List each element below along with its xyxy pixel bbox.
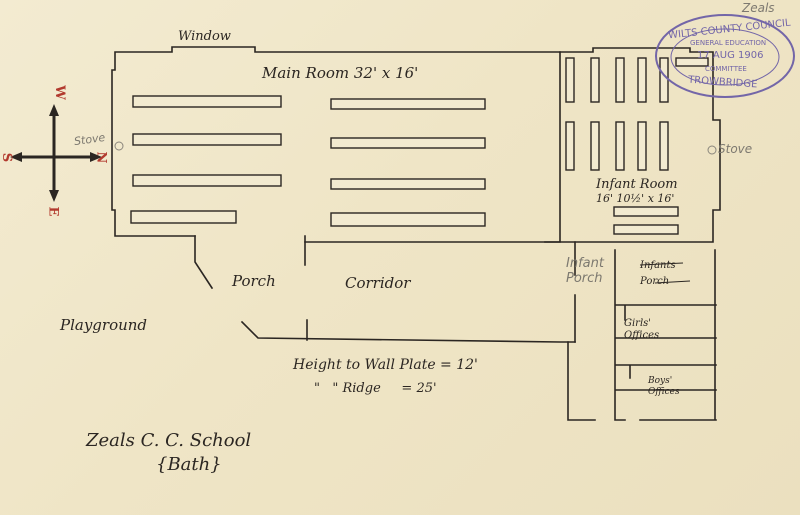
infant-room-bench (613, 224, 679, 235)
infant-room-desk (590, 121, 600, 171)
playground-label: Playground (60, 316, 148, 334)
main-room-bench (132, 95, 282, 108)
main-room-bench (132, 133, 282, 146)
infant-room-desk (565, 121, 575, 171)
height-wall-plate-label: Height to Wall Plate = 12' (293, 357, 478, 373)
school-subtitle: {Bath} (156, 454, 222, 475)
stamp-date: 17 AUG 1906 (697, 50, 764, 61)
school-title: Zeals C. C. School (86, 430, 252, 451)
infant-room-desk (615, 57, 625, 103)
infant-room-wall (544, 47, 721, 243)
stove-right-label: Stove (718, 142, 753, 156)
offices-wall (567, 241, 717, 421)
stove-circle (707, 145, 717, 155)
infant-room-bench (675, 57, 709, 67)
infants-porch-pencil: Infant Porch (566, 256, 604, 286)
strike-line (639, 262, 684, 266)
main-room-wall (111, 46, 561, 243)
infant-room-dims: 16' 10½' x 16' (596, 192, 675, 205)
girls-offices-label: Girls' Offices (624, 318, 660, 341)
infant-room-bench (613, 206, 679, 217)
main-room-label: Main Room 32' x 16' (262, 64, 419, 82)
main-room-bench (132, 174, 282, 187)
compass-n-label: N (93, 151, 109, 164)
infant-room-desk (590, 57, 600, 103)
ridge-label: " " Ridge = 25' (314, 381, 437, 396)
infant-room-label: Infant Room (596, 177, 678, 192)
pencil-corner-note: Zeals (742, 1, 775, 15)
infant-room-desk (565, 57, 575, 103)
strike-line (654, 280, 691, 284)
main-room-bench (330, 178, 486, 190)
window-label: Window (178, 29, 231, 44)
main-room-bench (330, 137, 486, 149)
boys-offices-label: Boys' Offices (648, 376, 680, 397)
infant-room-desk (659, 121, 669, 171)
stamp-line3: COMMITTEE (705, 65, 747, 73)
compass-w-label: W (51, 85, 67, 100)
stove-circle (114, 141, 124, 151)
compass-e-label: E (45, 206, 61, 217)
compass-s-label: S (0, 152, 15, 163)
infant-room-desk (659, 57, 669, 103)
infants-porch-label: Infants Porch (640, 260, 676, 287)
main-room-bench (130, 210, 237, 224)
compass-rose (10, 104, 102, 202)
main-room-bench (330, 212, 486, 227)
corridor-divider (304, 235, 308, 341)
main-room-bench (330, 98, 486, 110)
porch-label: Porch (232, 272, 276, 290)
infant-room-desk (637, 121, 647, 171)
infant-room-desk (615, 121, 625, 171)
county-council-stamp (655, 14, 795, 98)
corridor-label: Corridor (345, 274, 411, 292)
infant-room-desk (637, 57, 647, 103)
stamp-line2: GENERAL EDUCATION (690, 39, 767, 47)
